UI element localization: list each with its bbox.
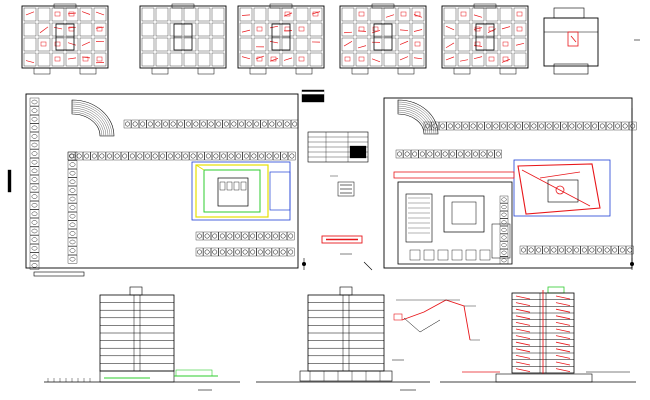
building-section-1 [44,286,240,391]
floor-plan-2 [139,3,227,75]
floor-plan-1 [21,3,109,75]
floor-plan-3 [237,3,325,75]
site-plan-right [363,97,637,271]
floor-plan-5 [441,3,529,75]
building-footprint-left [191,161,291,221]
building-section-2 [256,286,430,391]
floor-plan-4 [339,3,427,75]
red-label-box [321,235,363,244]
pipe-isometric [392,299,480,361]
legend-table-icon [307,131,369,163]
building-section-3 [440,286,636,383]
floor-plans-row [21,3,640,75]
site-plan-left [7,93,306,277]
building-footprint-right [513,159,611,217]
building-sections-row [44,286,636,391]
center-legend-area [301,89,369,255]
site-plans [7,93,637,277]
floor-plan-6 [543,7,599,75]
